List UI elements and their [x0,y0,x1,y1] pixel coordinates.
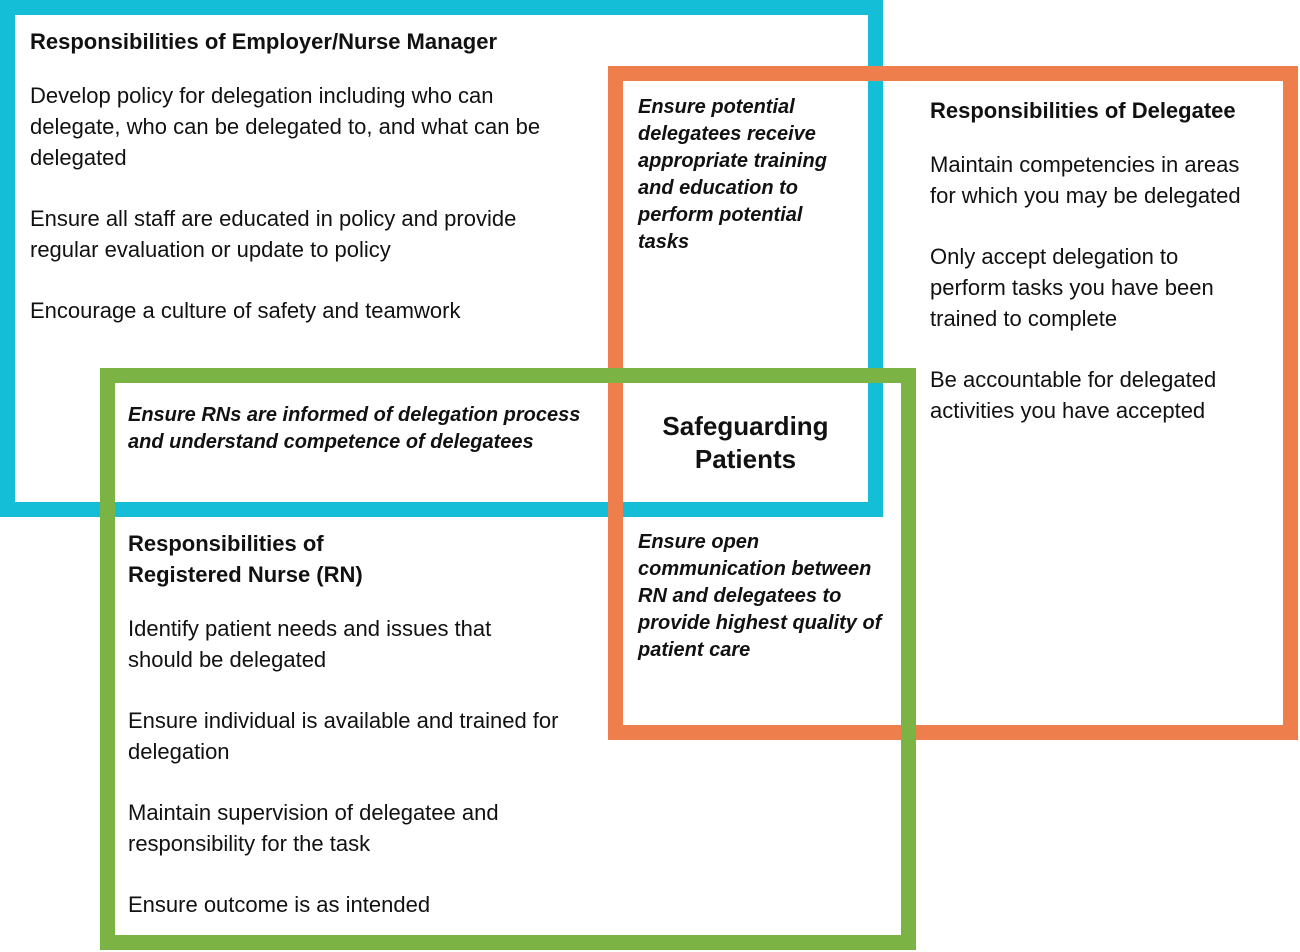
delegatee-box-title: Responsibilities of Delegatee [930,98,1236,123]
delegatee-box-outline [608,66,1298,740]
employer-box-item: Encourage a culture of safety and teamwo… [30,298,461,323]
employer-box-item: Ensure all staff are educated in policy … [30,206,517,262]
rn-box-title: Responsibilities of Registered Nurse (RN… [128,531,363,587]
rn-box-outline [100,368,916,950]
employer-box-outline [0,0,883,517]
rn-box-item: Maintain supervision of delegatee and re… [128,800,499,856]
employer-box-content: Responsibilities of Employer/Nurse Manag… [30,26,590,356]
employer-box-item: Develop policy for delegation including … [30,83,541,170]
rn-box-item: Ensure individual is available and train… [128,708,559,764]
center-label: Safeguarding Patients [662,411,829,474]
delegatee-box-item: Be accountable for delegated activities … [930,367,1217,423]
overlap-note-employer-rn: Ensure RNs are informed of delegation pr… [128,404,581,453]
overlap-note-rn-delegatee: Ensure open communication between RN and… [638,531,882,661]
delegatee-box-item: Only accept delegation to perform tasks … [930,244,1214,331]
rn-box-item: Ensure outcome is as intended [128,892,431,917]
rn-box-item: Identify patient needs and issues that s… [128,616,492,672]
delegatee-box-item: Maintain competencies in areas for which… [930,152,1241,208]
delegatee-box-content: Responsibilities of Delegatee Maintain c… [930,95,1275,456]
employer-box-title: Responsibilities of Employer/Nurse Manag… [30,29,498,54]
rn-box-content: Responsibilities of Registered Nurse (RN… [128,528,618,950]
overlap-note-employer-delegatee: Ensure potential delegatees receive appr… [638,96,827,253]
